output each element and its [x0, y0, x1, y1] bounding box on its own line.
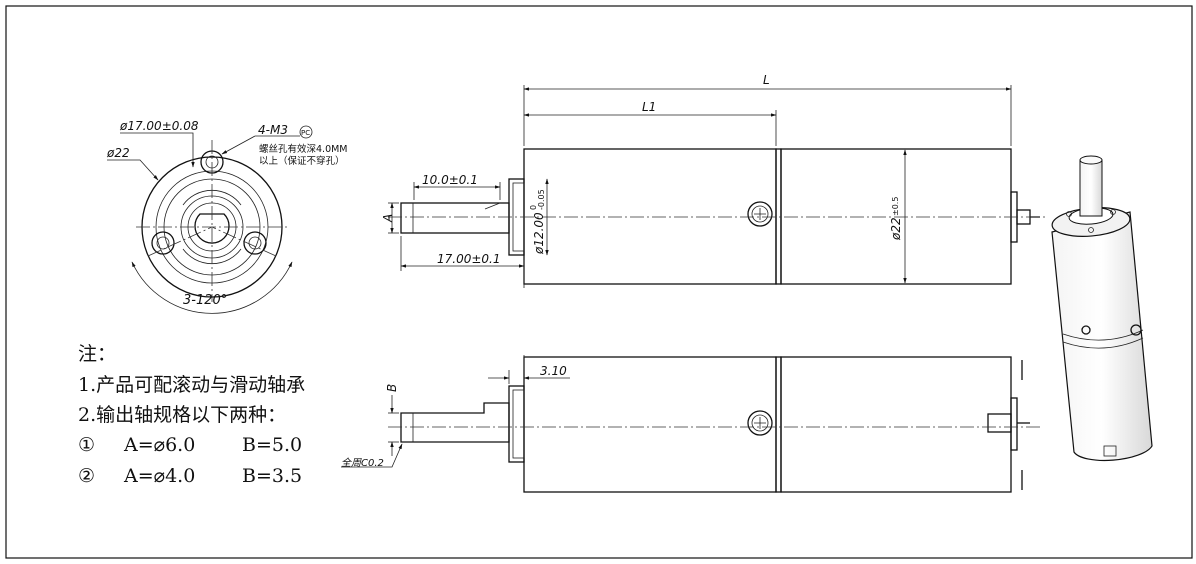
dim-motor-diameter-tol: ±0.5	[891, 197, 900, 216]
dim-shaft-a: A	[381, 214, 395, 223]
side-view-bottom: 3.10 B 全周C0.2	[341, 355, 1040, 493]
drawing-border	[5, 5, 1193, 559]
dim-shaft-b: B	[385, 384, 399, 392]
notes-block: 注： 1.产品可配滚动与滑动轴承 2.输出轴规格以下两种： ① A=⌀6.0 B…	[78, 343, 305, 487]
dim-boss-tol-bottom: -0.05	[537, 189, 546, 210]
dim-shaft-flat-length: 10.0±0.1	[422, 173, 478, 187]
notes-line-2: 2.输出轴规格以下两种：	[78, 404, 286, 426]
side-view-top: L L1 10.0±0.1 17.00±0.1 A ø12.00 0 -0.05…	[381, 73, 1048, 288]
chamfer-note: 全周C0.2	[341, 457, 384, 469]
thread-note-no-through: 以上（保证不穿孔）	[259, 155, 345, 167]
dim-motor-diameter: ø22	[889, 217, 903, 241]
dim-boss-diameter: ø12.00	[532, 212, 546, 255]
dim-angle: 3-120°	[183, 293, 227, 308]
option-2-marker: ②	[78, 465, 95, 487]
dim-shaft-length: 17.00±0.1	[437, 252, 501, 266]
thread-note-depth: 螺丝孔有效深4.0MM	[259, 143, 348, 155]
thread-spec: 4-M3	[258, 123, 288, 137]
option-1-marker: ①	[78, 434, 95, 456]
notes-line-1: 1.产品可配滚动与滑动轴承	[78, 374, 305, 396]
option-2-a: A=⌀4.0	[123, 465, 195, 487]
dim-body-diameter: ø22	[106, 146, 130, 160]
option-2-b: B=3.5	[242, 465, 302, 487]
dim-overall-length: L	[763, 73, 770, 87]
dim-hole-circle: ø17.00±0.08	[119, 119, 199, 133]
isometric-view	[1051, 155, 1153, 462]
front-view: ø17.00±0.08 ø22 4-M3 PC 螺丝孔有效深4.0MM 以上（保…	[106, 119, 348, 314]
thread-circled-mark: PC	[301, 129, 310, 137]
dim-boss-length: 3.10	[540, 364, 567, 378]
dim-gearbox-length: L1	[642, 100, 656, 114]
notes-title: 注：	[78, 343, 116, 365]
option-1-a: A=⌀6.0	[123, 434, 195, 456]
option-1-b: B=5.0	[242, 434, 302, 456]
dim-boss-tol-top: 0	[529, 205, 538, 210]
